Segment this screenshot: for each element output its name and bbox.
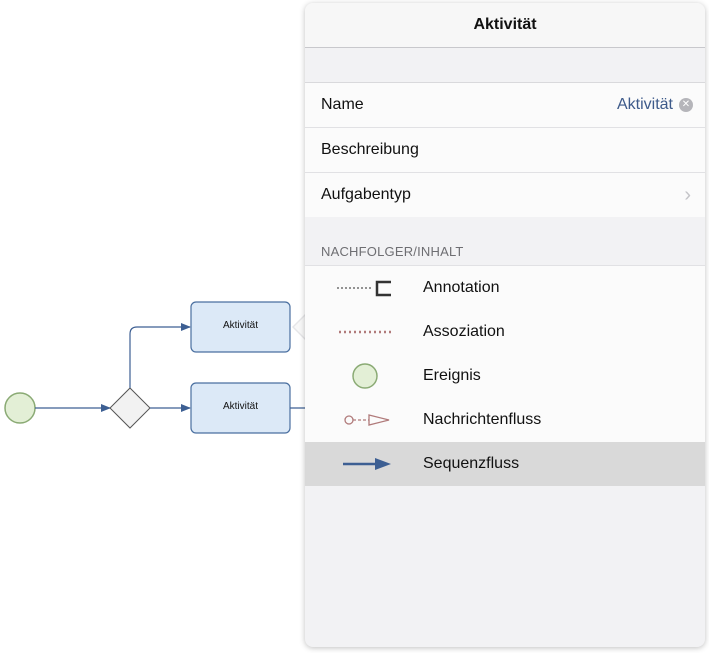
sequence-flow-gateway-top[interactable] <box>129 323 191 388</box>
association-icon <box>339 330 391 334</box>
item-label: Sequenzfluss <box>423 455 520 472</box>
popover-title: Aktivität <box>305 3 705 48</box>
name-value-field[interactable]: Aktivität <box>616 96 673 113</box>
task-type-row[interactable]: Aufgabentyp › <box>305 173 705 217</box>
description-row[interactable]: Beschreibung <box>305 128 705 173</box>
item-label: Nachrichtenfluss <box>423 411 542 428</box>
clear-icon[interactable]: ✕ <box>679 98 693 112</box>
successor-item-annotation[interactable]: Annotation <box>305 266 705 310</box>
popover-arrow-inner <box>294 314 307 340</box>
successor-item-event[interactable]: Ereignis <box>305 354 705 398</box>
description-label: Beschreibung <box>321 141 419 158</box>
task-type-label: Aufgabentyp <box>321 186 411 203</box>
gateway[interactable] <box>109 387 151 429</box>
event-icon <box>352 363 378 389</box>
start-event[interactable] <box>4 392 36 424</box>
successor-item-message-flow[interactable]: Nachrichtenfluss <box>305 398 705 442</box>
properties-popover: Aktivität Name Aktivität ✕ Beschreibung … <box>305 3 705 647</box>
name-row[interactable]: Name Aktivität ✕ <box>305 83 705 128</box>
annotation-icon <box>337 280 391 297</box>
successor-item-association[interactable]: Assoziation <box>305 310 705 354</box>
activity-bottom-label: Aktivität <box>222 401 258 412</box>
name-label: Name <box>321 96 364 113</box>
item-label: Annotation <box>423 279 500 296</box>
sequence-flow-icon <box>343 458 391 470</box>
popover-spacer <box>305 48 705 83</box>
section-header: NACHFOLGER/INHALT <box>305 217 705 266</box>
activity-top[interactable] <box>190 301 291 353</box>
item-label: Assoziation <box>423 323 505 340</box>
section-header-label: NACHFOLGER/INHALT <box>321 244 464 259</box>
activity-top-label: Aktivität <box>222 320 258 331</box>
chevron-right-icon: › <box>684 184 691 206</box>
message-flow-icon <box>344 414 390 426</box>
successor-item-sequence-flow[interactable]: Sequenzfluss <box>305 442 705 486</box>
item-label: Ereignis <box>423 367 481 384</box>
